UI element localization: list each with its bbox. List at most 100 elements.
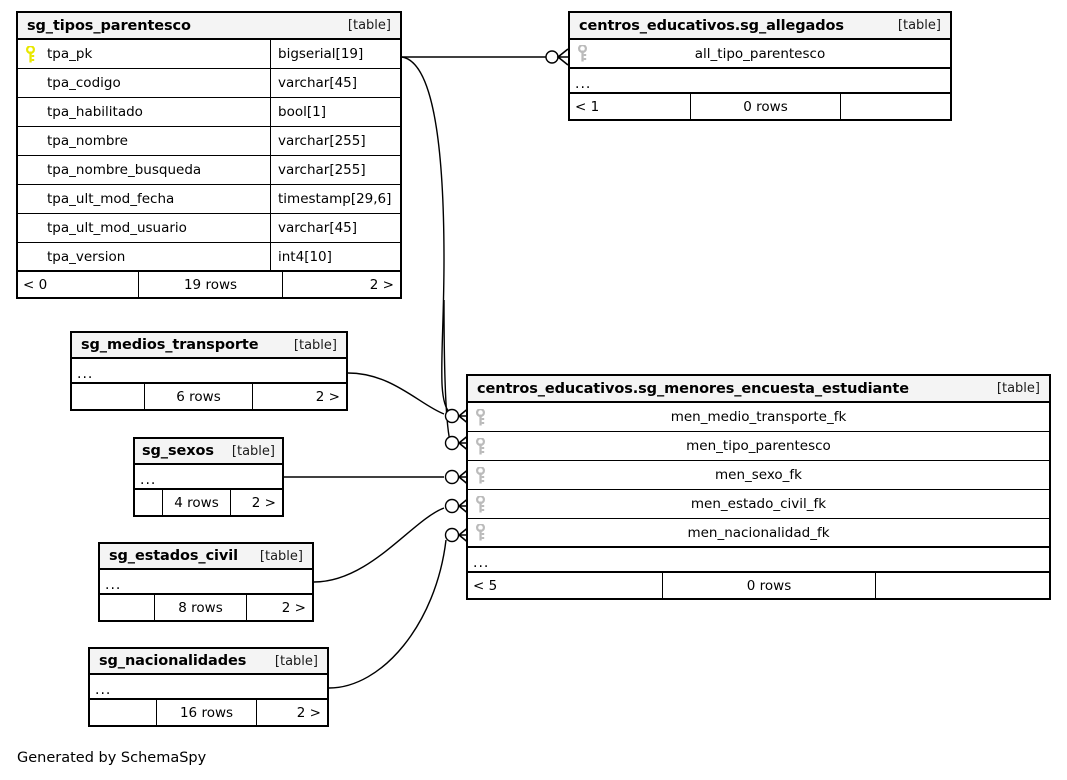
table-row[interactable]: men_nacionalidad_fk: [468, 519, 1049, 548]
table-row[interactable]: men_estado_civil_fk: [468, 490, 1049, 519]
column-name: men_sexo_fk: [714, 467, 803, 483]
table-name: sg_tipos_parentesco: [27, 17, 191, 34]
column-name: tpa_ult_mod_fecha: [47, 191, 175, 207]
column-name: all_tipo_parentesco: [694, 45, 826, 62]
table-row[interactable]: men_tipo_parentesco: [468, 432, 1049, 461]
column-type: int4[10]: [270, 243, 400, 270]
more-columns-indicator: ...: [72, 359, 346, 384]
table-node-sg-menores-encuesta-estudiante[interactable]: centros_educativos.sg_menores_encuesta_e…: [466, 374, 1051, 600]
table-row[interactable]: tpa_habilitado bool[1]: [18, 98, 400, 127]
edge-medios-transporte-to-menores: [347, 372, 471, 426]
table-row[interactable]: tpa_version int4[10]: [18, 243, 400, 272]
table-node-sg-sexos[interactable]: sg_sexos [table] ... 4 rows 2 >: [133, 437, 284, 517]
footer-children-count: [840, 94, 950, 119]
foreign-key-icon: [468, 466, 493, 484]
table-header: sg_medios_transporte [table]: [72, 333, 346, 359]
table-footer: < 1 0 rows: [570, 94, 950, 119]
column-type: varchar[255]: [270, 156, 400, 184]
table-footer: < 0 19 rows 2 >: [18, 272, 400, 297]
table-header: centros_educativos.sg_allegados [table]: [570, 13, 950, 40]
more-columns-indicator: ...: [135, 465, 282, 490]
table-node-sg-allegados[interactable]: centros_educativos.sg_allegados [table] …: [568, 11, 952, 121]
footer-children-count: 2 >: [246, 595, 312, 620]
column-name: tpa_ult_mod_usuario: [47, 220, 187, 236]
key-icon: [578, 45, 587, 62]
column-type: varchar[45]: [270, 69, 400, 97]
key-icon: [476, 408, 485, 425]
key-icon: [476, 437, 485, 454]
footer-row-count: 16 rows: [156, 700, 256, 725]
table-footer: 4 rows 2 >: [135, 490, 282, 515]
edge-tipos-parentesco-to-menores: [401, 56, 471, 453]
key-icon: [476, 495, 485, 512]
table-row[interactable]: tpa_nombre varchar[255]: [18, 127, 400, 156]
table-row[interactable]: men_medio_transporte_fk: [468, 403, 1049, 432]
column-name: tpa_version: [47, 248, 126, 265]
footer-children-count: 2 >: [252, 384, 346, 409]
table-row[interactable]: tpa_pk bigserial[19]: [18, 40, 400, 69]
column-name: men_estado_civil_fk: [690, 496, 827, 512]
column-name: tpa_nombre: [47, 133, 128, 149]
table-header: sg_sexos [table]: [135, 439, 282, 465]
footer-row-count: 19 rows: [138, 272, 282, 297]
table-type-label: [table]: [259, 548, 303, 564]
foreign-key-icon: [468, 408, 493, 426]
footer-parents-count: [135, 490, 162, 515]
column-type: timestamp[29,6]: [270, 185, 400, 213]
footer-parents-count: < 5: [473, 577, 498, 594]
table-type-label: [table]: [996, 381, 1040, 396]
table-row[interactable]: men_sexo_fk: [468, 461, 1049, 490]
table-header: sg_tipos_parentesco [table]: [18, 13, 400, 40]
column-name: men_tipo_parentesco: [686, 438, 831, 454]
column-name: tpa_nombre_busqueda: [47, 162, 202, 178]
column-name: tpa_pk: [47, 46, 93, 62]
footer-row-count: 0 rows: [690, 94, 840, 119]
table-node-sg-nacionalidades[interactable]: sg_nacionalidades [table] ... 16 rows 2 …: [88, 647, 329, 727]
footer-parents-count: < 0: [23, 276, 48, 293]
footer-children-count: 2 >: [282, 272, 400, 297]
footer-children-count: 2 >: [256, 700, 327, 725]
table-node-sg-tipos-parentesco[interactable]: sg_tipos_parentesco [table] tpa_pk bigse…: [16, 11, 402, 299]
primary-key-icon: [18, 45, 43, 63]
key-icon: [26, 45, 35, 62]
edge-sexos-to-menores: [284, 467, 471, 487]
footer-row-count: 6 rows: [144, 384, 252, 409]
edge-estados-civil-to-menores: [313, 496, 471, 583]
foreign-key-icon: [570, 45, 595, 62]
table-row[interactable]: tpa_codigo varchar[45]: [18, 69, 400, 98]
table-name: sg_medios_transporte: [81, 337, 259, 353]
table-type-label: [table]: [897, 18, 941, 33]
column-type: varchar[255]: [270, 127, 400, 155]
more-columns-indicator: ...: [100, 570, 312, 595]
foreign-key-icon: [468, 524, 493, 541]
more-columns-indicator: ...: [468, 548, 1049, 573]
column-name: men_medio_transporte_fk: [670, 409, 847, 425]
footer-parents-count: [90, 700, 156, 725]
table-row[interactable]: all_tipo_parentesco: [570, 40, 950, 69]
edge-nacionalidades-to-menores: [328, 525, 471, 689]
table-footer: 8 rows 2 >: [100, 595, 312, 620]
table-row[interactable]: tpa_ult_mod_fecha timestamp[29,6]: [18, 185, 400, 214]
footer-parents-count: < 1: [575, 98, 600, 115]
foreign-key-icon: [468, 437, 493, 455]
table-type-label: [table]: [293, 337, 337, 353]
footer-children-count: [875, 573, 1049, 598]
footer-row-count: 4 rows: [162, 490, 230, 515]
column-name: tpa_habilitado: [47, 104, 143, 120]
table-header: sg_estados_civil [table]: [100, 544, 312, 570]
table-node-sg-estados-civil[interactable]: sg_estados_civil [table] ... 8 rows 2 >: [98, 542, 314, 622]
footer-children-count: 2 >: [230, 490, 282, 515]
table-type-label: [table]: [347, 18, 391, 33]
table-node-sg-medios-transporte[interactable]: sg_medios_transporte [table] ... 6 rows …: [70, 331, 348, 411]
column-name: tpa_codigo: [47, 75, 121, 91]
more-columns-indicator: ...: [570, 69, 950, 94]
table-row[interactable]: tpa_ult_mod_usuario varchar[45]: [18, 214, 400, 243]
table-row[interactable]: tpa_nombre_busqueda varchar[255]: [18, 156, 400, 185]
column-name: men_nacionalidad_fk: [687, 524, 830, 541]
table-header: sg_nacionalidades [table]: [90, 649, 327, 675]
table-name: centros_educativos.sg_menores_encuesta_e…: [477, 380, 909, 397]
table-header: centros_educativos.sg_menores_encuesta_e…: [468, 376, 1049, 403]
footer-row-count: 8 rows: [154, 595, 246, 620]
table-name: centros_educativos.sg_allegados: [579, 17, 844, 34]
